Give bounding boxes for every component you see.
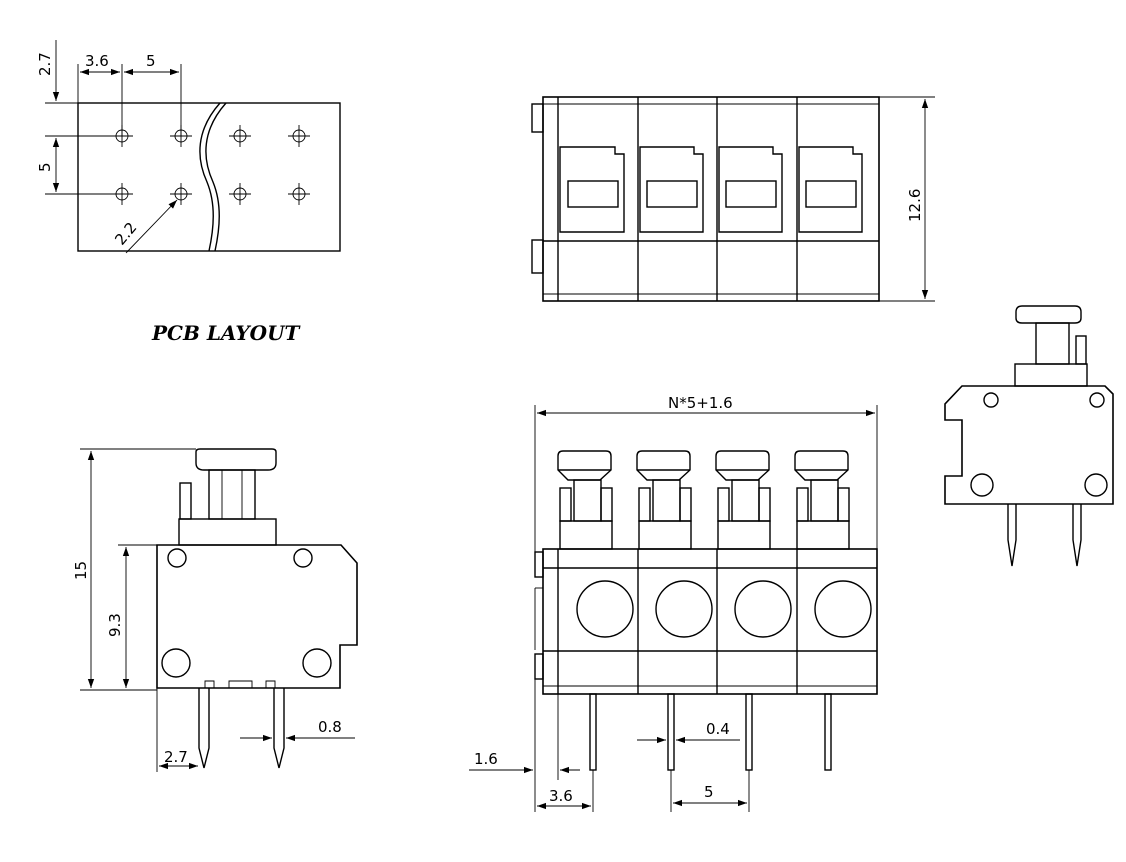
dim-hole-diameter: 2.2	[111, 219, 140, 249]
dim-row-pitch: 5	[36, 162, 54, 172]
break-line	[199, 102, 221, 252]
pcb-layout-view: 3.6 5 2.7 5 2.2 PCB LAYOUT	[36, 40, 341, 345]
dim-pin-thickness: 0.4	[706, 720, 730, 738]
dim-first-pin: 3.6	[549, 787, 573, 805]
dim-pin-width: 0.8	[318, 718, 342, 736]
break-line-2	[205, 102, 227, 252]
pcb-hole	[287, 182, 311, 206]
page-title: PCB LAYOUT	[151, 321, 302, 345]
dim-body-height: 9.3	[106, 613, 124, 637]
pcb-hole	[228, 124, 252, 148]
pcb-hole	[287, 124, 311, 148]
dim-pitch-front: 5	[704, 783, 714, 801]
front-view: N*5+1.6 1.6 3.6 0.4 5	[469, 394, 878, 812]
dim-pitch: 5	[146, 52, 156, 70]
dim-top-offset: 2.7	[36, 52, 54, 76]
pcb-hole	[169, 182, 193, 206]
side-view: 15 9.3 2.7 0.8	[72, 448, 358, 772]
top-view-outline	[542, 96, 880, 302]
dim-first-col: 3.6	[85, 52, 109, 70]
dim-total-width: N*5+1.6	[668, 394, 733, 412]
front-body	[542, 548, 878, 695]
dim-depth: 12.6	[906, 189, 924, 222]
side-view-small	[944, 305, 1114, 567]
dim-edge: 1.6	[474, 750, 498, 768]
top-view: 12.6	[531, 96, 935, 302]
pcb-hole	[228, 182, 252, 206]
dim-height: 15	[72, 561, 90, 580]
side-body	[156, 544, 358, 689]
dim-pin-offset: 2.7	[164, 748, 188, 766]
